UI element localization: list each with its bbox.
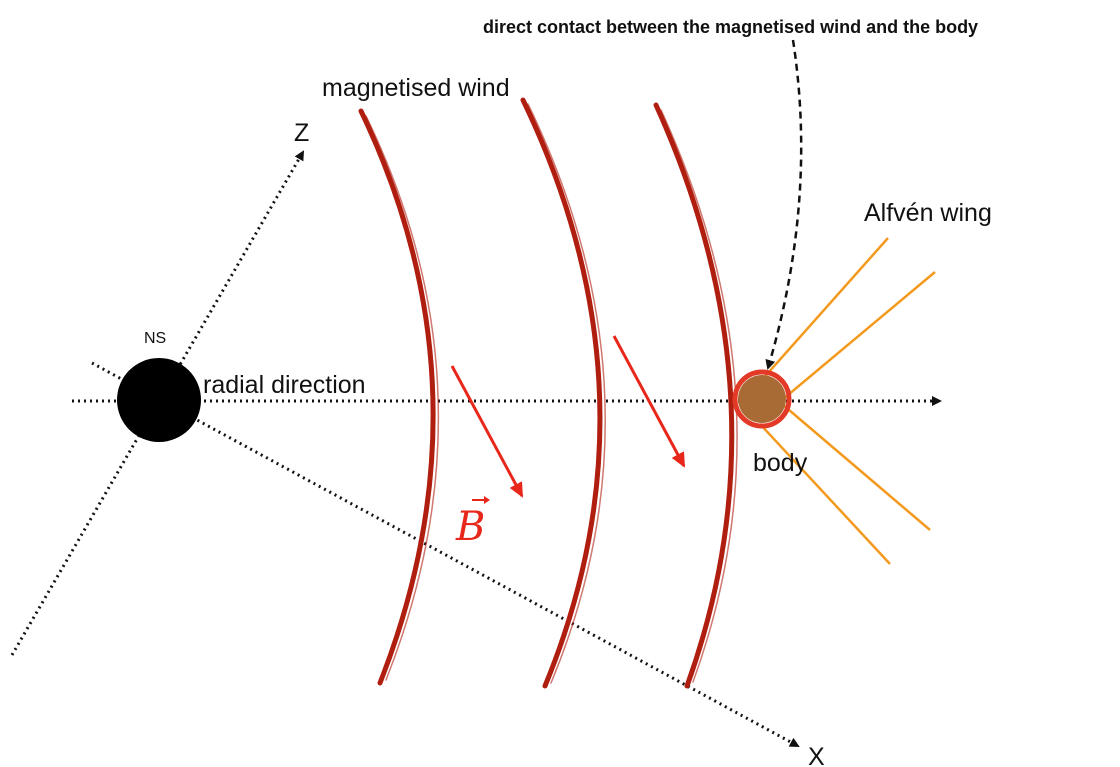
contact-callout-arrow — [768, 40, 801, 368]
alfven-wing-upper-1 — [760, 238, 888, 382]
wind-line-1-shadow — [366, 116, 438, 680]
body-label: body — [753, 449, 808, 477]
b-vector-head — [484, 496, 490, 504]
magnetised-wind-label: magnetised wind — [322, 74, 510, 102]
b-field-symbol: B — [455, 496, 490, 550]
wind-line-1 — [361, 111, 433, 683]
contact-note: direct contact between the magnetised wi… — [483, 17, 978, 37]
wind-line-2 — [523, 100, 600, 686]
b-field-arrow-1 — [452, 366, 522, 496]
alfven-wing-lower-1 — [760, 424, 890, 564]
wind-lines — [361, 100, 737, 686]
neutron-star[interactable] — [117, 358, 201, 442]
alfven-wing-upper-2 — [782, 272, 935, 400]
x-axis-line — [92, 363, 798, 746]
z-axis-label: Z — [294, 119, 309, 147]
wind-line-3-shadow — [661, 110, 737, 682]
b-field-label: B — [455, 504, 485, 550]
x-axis-label: X — [808, 743, 825, 767]
ns-label: NS — [144, 330, 166, 347]
radial-direction-label: radial direction — [203, 371, 366, 399]
body[interactable] — [738, 375, 786, 423]
alfven-wing-label: Alfvén wing — [864, 199, 992, 227]
wind-line-2-shadow — [528, 104, 605, 683]
